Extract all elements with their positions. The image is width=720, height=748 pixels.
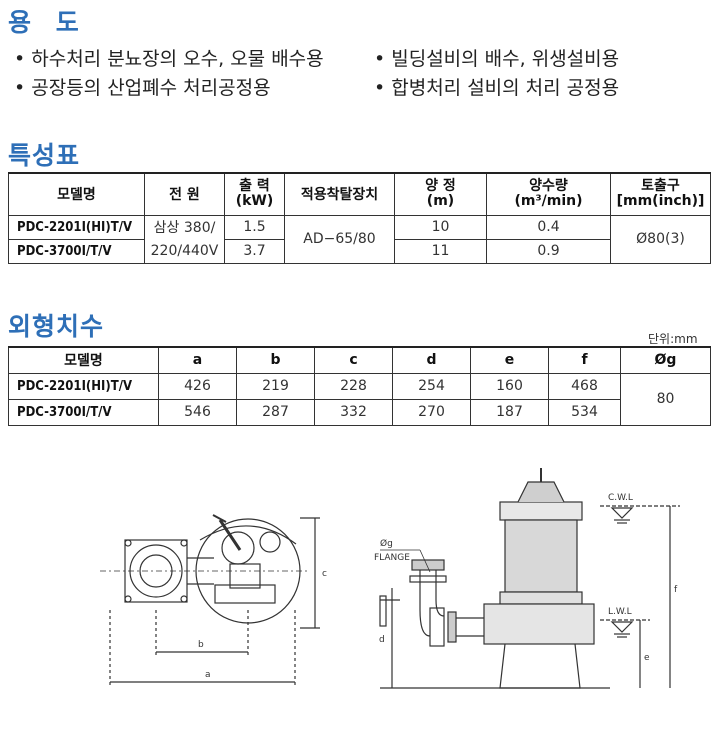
dims-header-b: b — [236, 346, 315, 374]
lwl-label: L.W.L — [608, 607, 632, 617]
spec-header-head-l1: 양 정 — [425, 178, 456, 195]
dims-header-d: d — [392, 346, 471, 374]
dim-a-label: a — [205, 670, 211, 680]
spec-table: 모델명 전 원 출 력(kW) 적용착탈장치 양 정(m) 양수량(m³/min… — [8, 172, 711, 264]
spec-header-flow-l2: (m³/min) — [514, 193, 583, 210]
spec-title: 특성표 — [8, 141, 81, 170]
dims-g: 80 — [620, 372, 711, 426]
spec-header-outlet-l1: 토출구 — [641, 178, 680, 195]
spec-coupling: AD−65/80 — [284, 214, 395, 264]
dims-d: 254 — [392, 372, 471, 400]
dims-header-c: c — [314, 346, 393, 374]
dim-g-label: Øg — [380, 538, 393, 549]
dims-header-a: a — [158, 346, 237, 374]
spec-header-flow-l1: 양수량 — [529, 178, 568, 195]
dims-unit: 단위:mm — [648, 332, 698, 346]
spec-head: 11 — [394, 238, 487, 264]
spec-power: 220/440V — [144, 239, 225, 264]
dims-c: 332 — [314, 398, 393, 426]
dims-model: PDC-2201I(HI)T/V — [8, 372, 159, 400]
spec-header-output-l1: 출 력 — [239, 178, 270, 195]
dims-table: 모델명 a b c d e f Øg PDC-2201I(HI)T/V 426 … — [8, 346, 711, 426]
pump-dimension-drawing: c b a — [100, 468, 680, 689]
dims-header-g: Øg — [620, 346, 711, 374]
spec-header-outlet-l2: [mm(inch)] — [616, 193, 705, 210]
dim-e-label: e — [644, 653, 650, 663]
table-row: PDC-2201I(HI)T/V 삼상 380/ 1.5 AD−65/80 10… — [8, 214, 711, 264]
spec-header-power: 전 원 — [144, 172, 225, 216]
dim-d-label: d — [379, 635, 385, 645]
spec-model: PDC-3700I/T/V — [8, 238, 145, 264]
spec-output: 3.7 — [224, 238, 285, 264]
spec-outlet: Ø80(3) — [610, 214, 711, 264]
cwl-label: C.W.L — [608, 493, 633, 503]
dims-b: 287 — [236, 398, 315, 426]
dims-header-model: 모델명 — [8, 346, 159, 374]
usage-item: • 빌딩설비의 배수, 위생설비용 — [374, 48, 620, 70]
table-row: PDC-3700I/T/V 220/440V 3.7 11 0.9 — [8, 238, 711, 264]
usage-item: • 하수처리 분뇨장의 오수, 오물 배수용 — [14, 48, 324, 70]
elevation-view — [379, 468, 680, 689]
dims-c: 228 — [314, 372, 393, 400]
dims-f: 468 — [548, 372, 621, 400]
usage-title: 용 도 — [8, 8, 87, 37]
spec-header-coupling: 적용착탈장치 — [284, 172, 395, 216]
usage-list: • 하수처리 분뇨장의 오수, 오물 배수용 • 빌딩설비의 배수, 위생설비용… — [14, 44, 714, 100]
spec-header-output: 출 력(kW) — [224, 172, 285, 216]
spec-header-head: 양 정(m) — [394, 172, 487, 216]
spec-flow: 0.4 — [486, 214, 611, 240]
usage-item: • 공장등의 산업폐수 처리공정용 — [14, 77, 271, 99]
dim-f-label: f — [674, 585, 678, 595]
dims-b: 219 — [236, 372, 315, 400]
dims-f: 534 — [548, 398, 621, 426]
usage-item: • 합병처리 설비의 처리 공정용 — [374, 77, 620, 99]
dims-header-f: f — [548, 346, 621, 374]
dims-header-e: e — [470, 346, 549, 374]
dim-c-label: c — [322, 569, 327, 579]
spec-power: 삼상 380/ — [144, 214, 225, 239]
dims-a: 426 — [158, 372, 237, 400]
spec-head: 10 — [394, 214, 487, 240]
table-row: PDC-2201I(HI)T/V 426 219 228 254 160 468… — [8, 372, 711, 426]
dims-model: PDC-3700I/T/V — [8, 398, 159, 426]
spec-header-head-l2: (m) — [426, 193, 455, 210]
table-row: PDC-3700I/T/V 546 287 332 270 187 534 — [8, 398, 711, 426]
spec-header-output-l2: (kW) — [235, 193, 274, 210]
spec-flow: 0.9 — [486, 238, 611, 264]
dims-d: 270 — [392, 398, 471, 426]
dims-e: 160 — [470, 372, 549, 400]
dims-title: 외형치수 — [8, 312, 105, 341]
plan-view — [100, 514, 320, 688]
dims-a: 546 — [158, 398, 237, 426]
dims-e: 187 — [470, 398, 549, 426]
spec-output: 1.5 — [224, 214, 285, 240]
dim-b-label: b — [198, 640, 204, 650]
spec-header-model: 모델명 — [8, 172, 145, 216]
spec-header-outlet: 토출구[mm(inch)] — [610, 172, 711, 216]
spec-header-flow: 양수량(m³/min) — [486, 172, 611, 216]
spec-model: PDC-2201I(HI)T/V — [8, 214, 145, 240]
flange-label: FLANGE — [374, 553, 410, 563]
